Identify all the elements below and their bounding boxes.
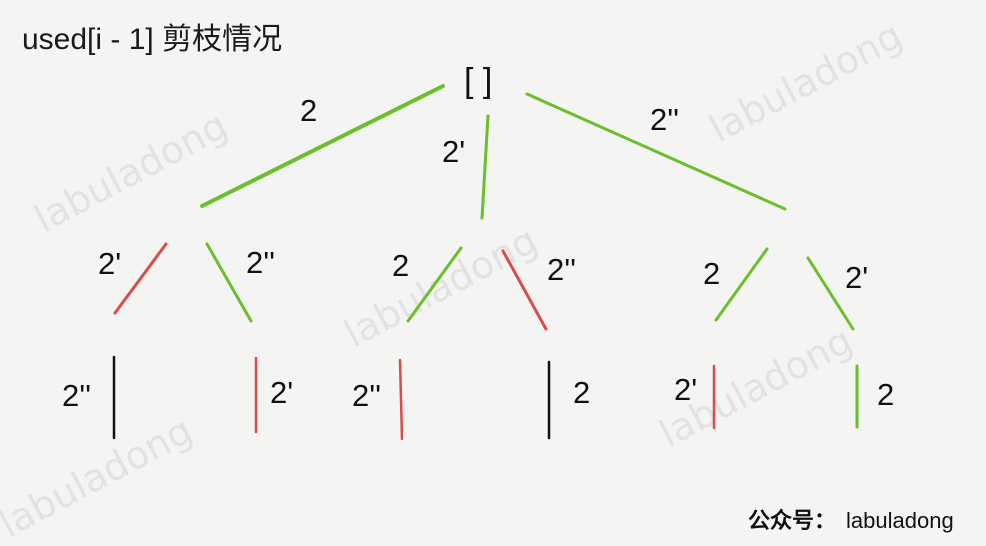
edge-level1-0 bbox=[200, 84, 445, 208]
footer-prefix: 公众号： bbox=[748, 508, 837, 534]
edge-level2-3 bbox=[501, 249, 548, 331]
edge-label-level3-4: 2' bbox=[674, 372, 698, 407]
edge-label-level3-2: 2'' bbox=[352, 378, 382, 413]
edge-label-level1-0: 2 bbox=[300, 93, 318, 128]
edge-level3-2 bbox=[398, 358, 404, 441]
edge-label-level3-5: 2 bbox=[877, 377, 895, 412]
edge-label-level2-5: 2' bbox=[845, 260, 869, 295]
edge-label-level1-2: 2'' bbox=[650, 102, 680, 137]
edge-level1-1 bbox=[480, 114, 490, 220]
edge-level2-1 bbox=[205, 242, 253, 323]
edge-label-level1-1: 2' bbox=[442, 134, 466, 169]
page-title: used[i - 1] 剪枝情况 bbox=[22, 23, 283, 56]
edge-label-level3-1: 2' bbox=[270, 375, 294, 410]
edge-label-level2-3: 2'' bbox=[547, 252, 577, 287]
edge-label-level2-0: 2' bbox=[98, 246, 122, 281]
edge-label-level3-0: 2'' bbox=[62, 378, 92, 413]
edge-label-level2-2: 2 bbox=[392, 248, 410, 283]
edge-label-level3-3: 2 bbox=[573, 375, 591, 410]
edge-label-level2-1: 2'' bbox=[246, 245, 276, 280]
edge-level2-0 bbox=[113, 242, 168, 315]
footer-credit: 公众号： labuladong bbox=[748, 503, 954, 535]
edge-level2-4 bbox=[714, 247, 769, 322]
edge-level2-5 bbox=[806, 256, 855, 331]
edge-level1-2 bbox=[525, 92, 787, 211]
root-node-label: [ ] bbox=[464, 62, 493, 100]
footer-name: labuladong bbox=[846, 508, 954, 533]
edge-label-level2-4: 2 bbox=[703, 256, 721, 291]
edge-level2-2 bbox=[406, 246, 463, 323]
